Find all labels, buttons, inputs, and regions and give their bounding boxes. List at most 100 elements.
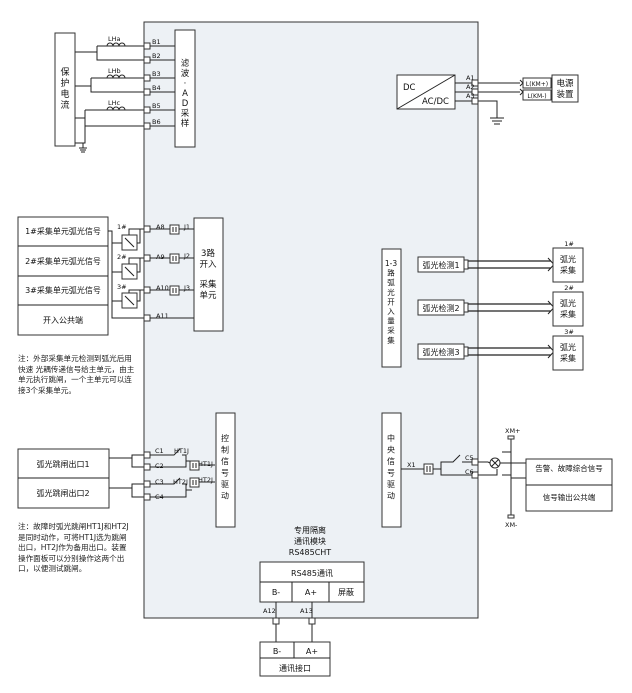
comm-module-title: 专用隔离 [294,525,326,535]
terminal-label: B6 [152,118,161,126]
optocoupler-switches [108,228,150,319]
terminal-label: A10 [156,284,169,292]
comm-port-label: 通讯接口 [279,663,311,673]
current-transformers [75,42,150,153]
input-unit-label: 3路 [201,248,215,259]
rs485-block [259,561,365,603]
acdc-label: AC/DC [422,97,449,107]
terminal-label: A9 [156,253,165,261]
terminal-label: A3 [466,92,475,100]
input-unit-box [193,217,224,332]
rs485-title: RS485通讯 [291,568,333,578]
comm-port-box [259,641,331,677]
central-drive-label: 中央信号驱动 [387,433,395,501]
ht-label: HT2J [198,476,213,484]
input-unit-label: 单元 [199,290,217,301]
terminal-label: B2 [152,52,161,60]
input-relays [169,224,194,296]
terminal-label: C5 [465,454,474,462]
terminal-label: A13 [300,607,313,615]
j-label: J1 [183,223,190,231]
collect-signal-label: 2#采集单元弧光信号 [25,256,101,266]
terminal-label: A1 [466,74,475,82]
arc-sensor-label: 弧光采集 [560,342,576,363]
comm-port-b: B- [273,647,281,656]
xm-label: XM+ [505,427,521,435]
power-plug-label: L(KM+) [526,81,548,88]
trip-output-table [17,448,110,509]
terminal-a12 [272,617,280,625]
ct-label: LHa [108,35,121,43]
trip-wiring [109,448,215,501]
ct-label: LHb [108,67,121,75]
alarm-signal-box [525,458,613,512]
arc-sensors [552,247,584,371]
terminal-label: C6 [465,468,474,476]
terminal-label: C4 [155,493,164,501]
alarm-common-label: 信号输出公共端 [543,492,596,502]
trip-output-label: 弧光跳闸出口1 [36,459,89,469]
central-output-wiring [401,435,526,519]
terminal-label: C2 [155,462,164,470]
terminal-block-a-input [143,225,151,322]
ht-label: HT1J [174,447,189,455]
terminal-label: A12 [263,607,276,615]
input-unit-label: 开入 [199,260,217,270]
comm-port-a: A+ [306,647,318,656]
terminal-a13 [308,617,316,625]
ctrl-drive-label: 控制信号驱动 [221,433,229,501]
input-unit-label: 采集 [199,279,217,290]
arc-sensor-number: 1# [564,240,574,248]
arc-detect-label: 弧光检测3 [422,347,459,357]
j-label: J3 [183,284,190,292]
terminal-label: A2 [466,83,475,91]
trip-output-label: 弧光跳闸出口2 [36,488,89,498]
j-label: J2 [183,252,190,260]
arc-detect-rows [417,256,555,360]
rs485-shield-label: 屏蔽 [338,587,354,597]
ht-label: HT1J [198,460,213,468]
rs485-b-label: B- [272,588,280,597]
switch-label: 3# [117,283,127,291]
arc-detect-unit-box [381,248,402,368]
arc-detect-label: 弧光检测1 [422,260,459,270]
power-device-label: 电源装置 [556,78,574,100]
collect-signal-label: 1#采集单元弧光信号 [25,226,101,236]
terminal-label: A8 [156,223,165,231]
power-device-box [551,74,579,103]
collect-signal-label: 开入公共端 [43,315,83,325]
protect-current-box [54,32,76,147]
ctrl-drive-box [215,412,236,528]
ht-label: HT2J [173,478,188,486]
xm-label: XM- [505,521,518,529]
alarm-signal-label: 告警、故障综合信号 [535,463,603,473]
rs485-a-label: A+ [305,588,317,597]
terminal-label: B4 [152,84,161,92]
ad-sampling-box [174,29,196,148]
protect-current-label: 保护电流 [60,66,69,111]
arc-sensor-number: 2# [564,284,574,292]
switch-label: 1# [117,223,127,231]
note-collect-units: 注：外部采集单元检测到弧光后用快速 光耦传递信号给主单元，由主单元执行跳闸，一个… [18,354,135,395]
power-plug [522,89,552,101]
terminal-label: B1 [152,38,161,46]
dc-label: DC [403,83,416,93]
ct-label: LHc [108,99,121,107]
arc-detect-label: 弧光检测2 [422,303,459,313]
terminal-label: C1 [155,447,164,455]
note-trip-outputs: 注：故障时弧光跳闸HT1J和HT2J是同时动作，可将HT1J选为跳闸出口，HT2… [18,522,129,573]
power-terminals [471,79,479,105]
arc-sensor-label: 弧光采集 [560,298,576,319]
arc-sensor-number: 3# [564,328,574,336]
terminal-label: B3 [152,70,161,78]
comm-module-subtitle: 通讯模块 [294,536,326,546]
terminal-label: C3 [155,478,164,486]
collect-signal-table [17,216,109,336]
collect-signal-label: 3#采集单元弧光信号 [25,285,101,295]
power-plug-label: L(KM-) [527,93,546,100]
x1-label: X1 [407,461,416,469]
central-drive-box [381,412,402,528]
